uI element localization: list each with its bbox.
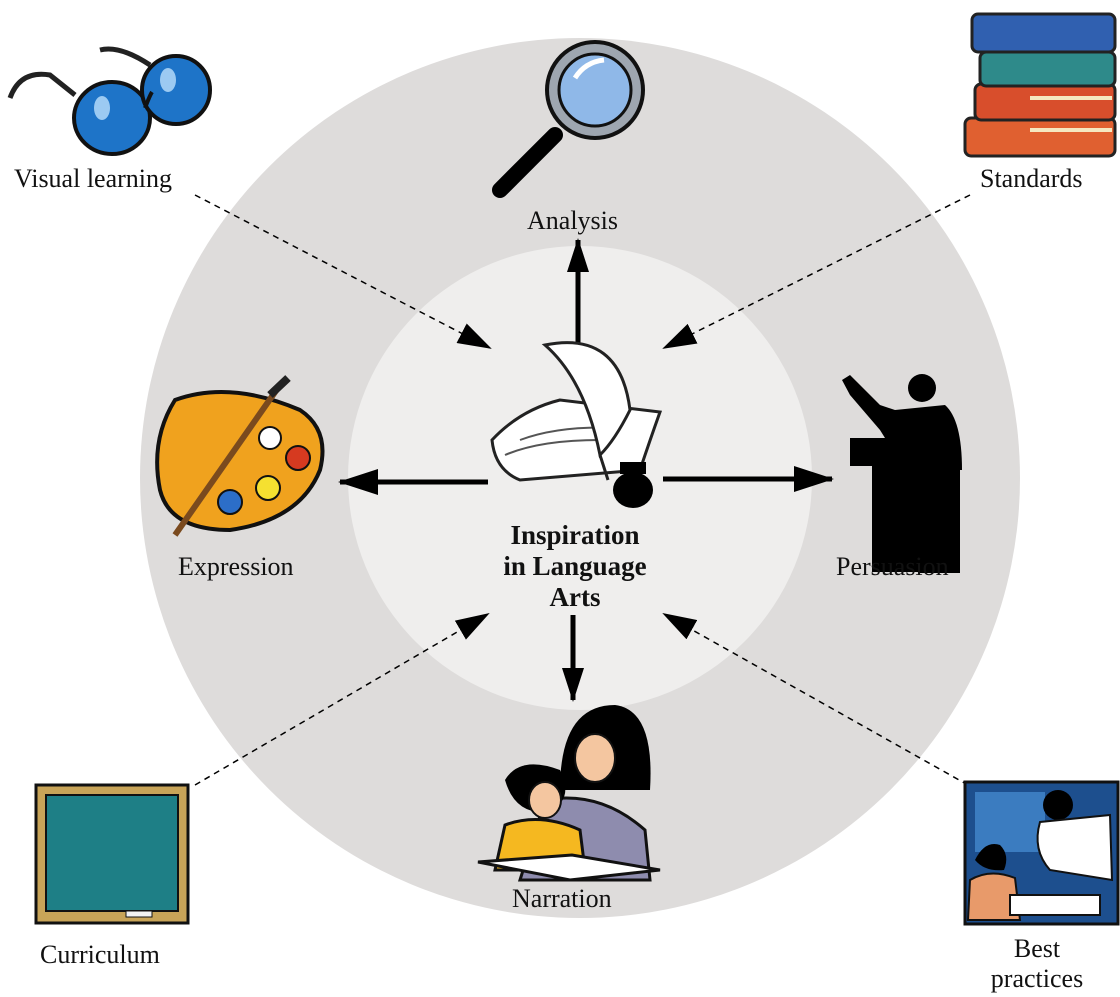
magnifying-glass-icon [492,40,645,198]
label-analysis: Analysis [527,206,618,235]
quill-scroll-inkwell-icon [490,341,663,508]
label-best-practices-line1: Best [1013,934,1061,963]
eyeglasses-icon [7,46,212,156]
parent-reading-to-child-icon [477,705,661,882]
center-title-line2: in Language [503,551,647,581]
arrow-from-visual-learning [194,194,492,349]
label-expression: Expression [178,552,294,581]
label-visual-learning: Visual learning [14,164,173,193]
label-persuasion: Persuasion [836,552,949,581]
label-best-practices-line2: practices [990,964,1084,993]
book-stack-icon [963,12,1117,158]
paint-palette-icon [155,375,325,537]
label-curriculum: Curriculum [40,940,160,969]
center-title-line3: Arts [549,582,601,612]
label-standards: Standards [980,164,1083,193]
teacher-with-student-icon [963,780,1120,926]
label-best-practices: Best practices [982,934,1092,994]
arrow-from-best-practices [662,613,969,786]
speaker-at-podium-icon [842,374,962,573]
arrow-from-curriculum [194,612,490,786]
center-title-line1: Inspiration [510,520,640,550]
arrow-from-standards [662,194,971,349]
label-narration: Narration [512,884,612,913]
inner-circle [348,246,812,710]
center-title: Inspiration in Language Arts [440,520,710,613]
chalkboard-icon [34,783,190,925]
